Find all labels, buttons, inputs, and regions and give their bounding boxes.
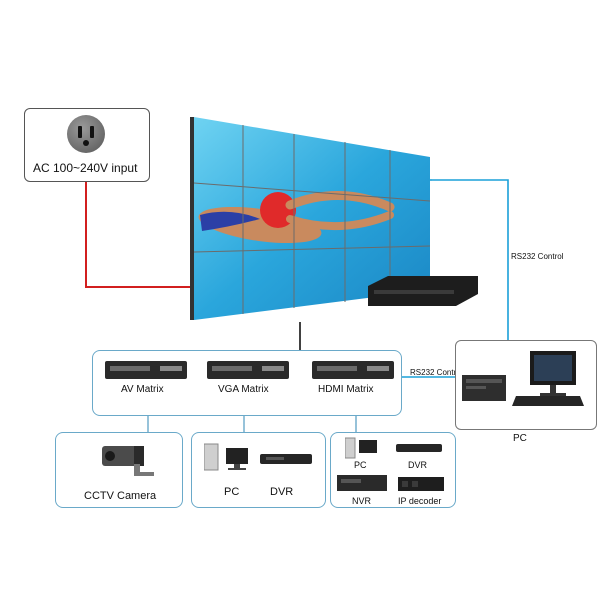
dvr-label: DVR <box>270 486 294 498</box>
av-matrix-device <box>105 359 187 381</box>
dvr-device-icon <box>260 452 312 466</box>
cctv-camera-icon <box>100 440 158 480</box>
power-input-box: AC 100~240V input <box>24 108 150 182</box>
power-input-label: AC 100~240V input <box>33 161 138 175</box>
rs232-label-top: RS232 Control <box>511 252 564 261</box>
cctv-label: CCTV Camera <box>84 490 157 502</box>
av-matrix-label: AV Matrix <box>121 384 164 395</box>
power-wire <box>85 180 190 288</box>
rs232-label-mid: RS232 Control <box>410 368 463 377</box>
ip-decoder-icon <box>398 475 444 493</box>
nvr-label: NVR <box>352 496 372 506</box>
keyboard-icon <box>512 395 584 407</box>
hdmi-dvr-label: DVR <box>408 460 428 470</box>
control-pc-box <box>455 340 597 430</box>
rs232-wire-top <box>432 179 509 340</box>
vga-matrix-device <box>207 359 289 381</box>
hdmi-pc-icon <box>344 437 379 459</box>
hdmi-dvr-icon <box>396 441 442 453</box>
hdmi-matrix-label: HDMI Matrix <box>318 384 374 395</box>
vga-matrix-label: VGA Matrix <box>218 384 269 395</box>
desktop-pc-icon <box>203 442 252 472</box>
controller-box <box>368 276 478 306</box>
video-wall <box>190 115 432 322</box>
hdmi-matrix-device <box>312 359 394 381</box>
monitor-icon <box>526 349 578 405</box>
hdmi-pc-label: PC <box>354 460 367 470</box>
pc-tower-icon <box>462 373 506 403</box>
power-socket-icon <box>67 115 105 153</box>
nvr-icon <box>337 473 387 493</box>
cctv-box <box>55 432 183 508</box>
control-pc-label: PC <box>513 433 527 444</box>
ip-decoder-label: IP decoder <box>398 496 442 506</box>
pc-label: PC <box>224 486 240 498</box>
